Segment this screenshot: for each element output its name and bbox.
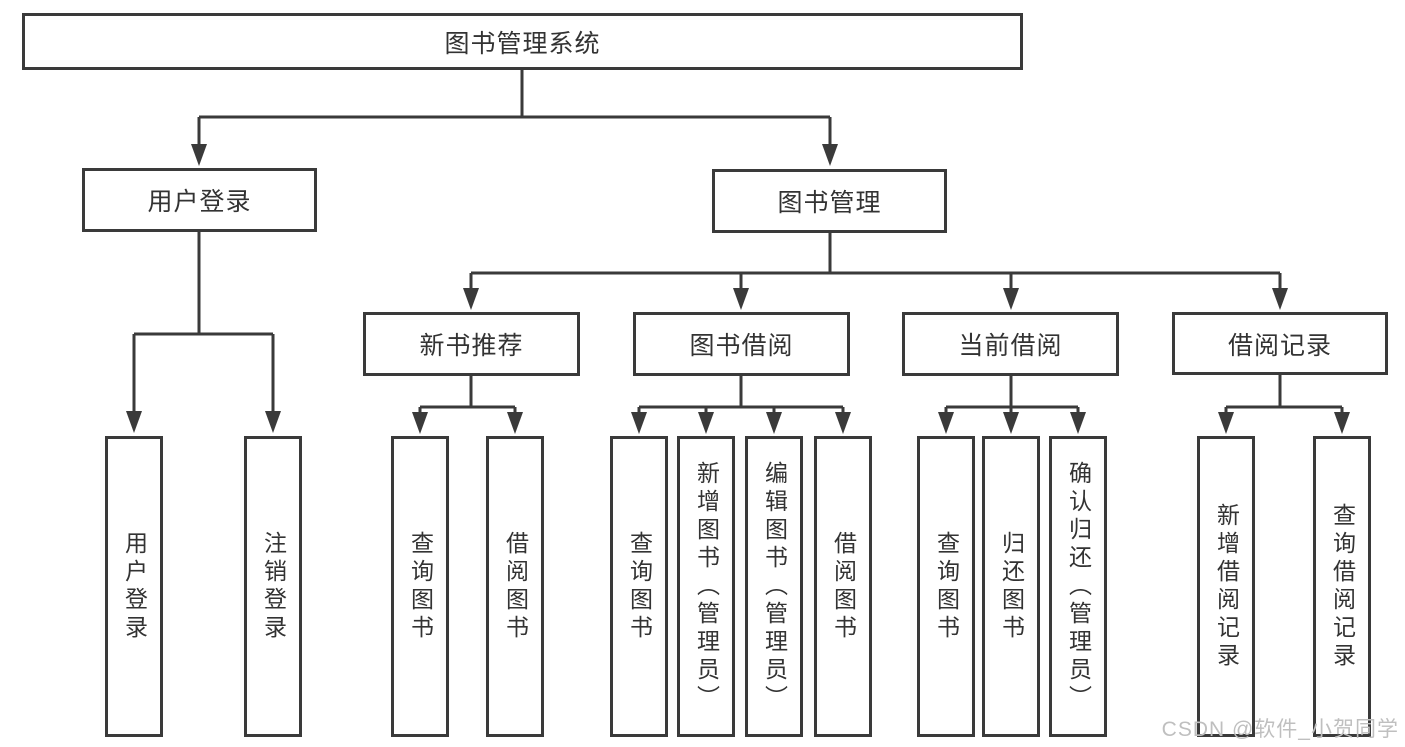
arrowhead-icon (1334, 412, 1350, 434)
leaf-current-query-books: 查询图书 (917, 436, 975, 737)
leaf-logout: 注销登录 (244, 436, 302, 737)
leaf-borrow-add-books-admin: 新增图书（管理员） (677, 436, 735, 737)
arrowhead-icon (1218, 412, 1234, 434)
leaf-borrow-edit-books-admin: 编辑图书（管理员） (745, 436, 803, 737)
leaf-user-login: 用户登录 (105, 436, 163, 737)
arrowhead-icon (191, 144, 207, 166)
arrowhead-icon (507, 412, 523, 434)
leaf-borrow-query-books: 查询图书 (610, 436, 668, 737)
arrowhead-icon (733, 288, 749, 310)
node-borrow-records: 借阅记录 (1172, 312, 1388, 375)
node-book-borrow: 图书借阅 (633, 312, 850, 376)
arrowhead-icon (766, 412, 782, 434)
arrowhead-icon (1070, 412, 1086, 434)
leaf-current-return-books: 归还图书 (982, 436, 1040, 737)
arrowhead-icon (412, 412, 428, 434)
arrowhead-icon (1003, 412, 1019, 434)
arrowhead-icon (698, 412, 714, 434)
leaf-current-confirm-return-admin: 确认归还（管理员） (1049, 436, 1107, 737)
node-root-library-system: 图书管理系统 (22, 13, 1023, 70)
node-new-book-recommend: 新书推荐 (363, 312, 580, 376)
arrowhead-icon (938, 412, 954, 434)
arrowhead-icon (835, 412, 851, 434)
leaf-records-add-record: 新增借阅记录 (1197, 436, 1255, 737)
arrowhead-icon (463, 288, 479, 310)
node-user-login: 用户登录 (82, 168, 317, 232)
arrowhead-icon (265, 411, 281, 433)
leaf-recommend-borrow-books: 借阅图书 (486, 436, 544, 737)
arrowhead-icon (822, 144, 838, 166)
node-book-management: 图书管理 (712, 169, 947, 233)
node-current-borrow: 当前借阅 (902, 312, 1119, 376)
leaf-recommend-query-books: 查询图书 (391, 436, 449, 737)
arrowhead-icon (631, 412, 647, 434)
leaf-borrow-borrow-books: 借阅图书 (814, 436, 872, 737)
arrowhead-icon (1272, 288, 1288, 310)
arrowhead-icon (1003, 288, 1019, 310)
watermark: CSDN @软件_小贺同学 (1161, 718, 1399, 741)
leaf-records-query-record: 查询借阅记录 (1313, 436, 1371, 737)
arrowhead-icon (126, 411, 142, 433)
